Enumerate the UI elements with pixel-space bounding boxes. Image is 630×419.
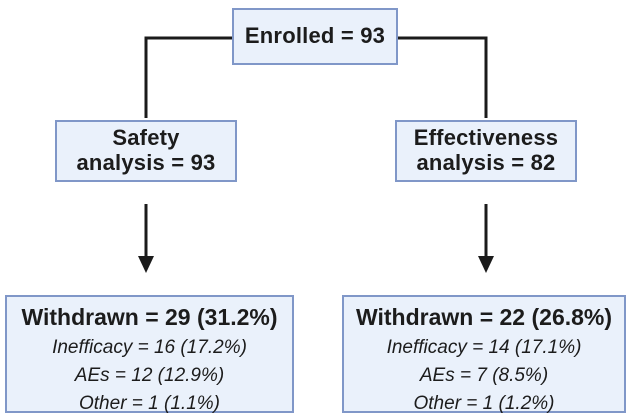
down-arrow-left-icon xyxy=(138,204,154,273)
node-safety-analysis: Safety analysis = 93 xyxy=(55,120,237,182)
effectiveness-analysis-line1: Effectiveness xyxy=(413,125,559,151)
node-safety-withdrawn: Withdrawn = 29 (31.2%) Inefficacy = 16 (… xyxy=(5,295,294,414)
node-enrolled: Enrolled = 93 xyxy=(232,8,398,65)
connector-enrolled-to-effectiveness xyxy=(398,36,488,118)
effectiveness-analysis-line2: analysis = 82 xyxy=(416,150,556,175)
effectiveness-withdrawn-aes: AEs = 7 (8.5%) xyxy=(419,364,549,386)
safety-withdrawn-title: Withdrawn = 29 (31.2%) xyxy=(21,304,278,330)
safety-analysis-line1: Safety xyxy=(112,125,180,151)
node-effectiveness-withdrawn: Withdrawn = 22 (26.8%) Inefficacy = 14 (… xyxy=(342,295,626,414)
effectiveness-withdrawn-inefficacy: Inefficacy = 14 (17.1%) xyxy=(386,336,582,358)
safety-withdrawn-inefficacy: Inefficacy = 16 (17.2%) xyxy=(52,336,247,358)
connector-enrolled-to-safety xyxy=(144,36,232,118)
safety-withdrawn-other: Other = 1 (1.1%) xyxy=(79,392,220,414)
safety-analysis-line2: analysis = 93 xyxy=(76,150,216,175)
down-arrow-right-icon xyxy=(478,204,494,273)
effectiveness-withdrawn-other: Other = 1 (1.2%) xyxy=(413,392,555,414)
node-effectiveness-analysis: Effectiveness analysis = 82 xyxy=(395,120,577,182)
enrolled-label: Enrolled = 93 xyxy=(244,23,386,49)
effectiveness-withdrawn-title: Withdrawn = 22 (26.8%) xyxy=(355,304,613,330)
safety-withdrawn-aes: AEs = 12 (12.9%) xyxy=(74,364,225,386)
